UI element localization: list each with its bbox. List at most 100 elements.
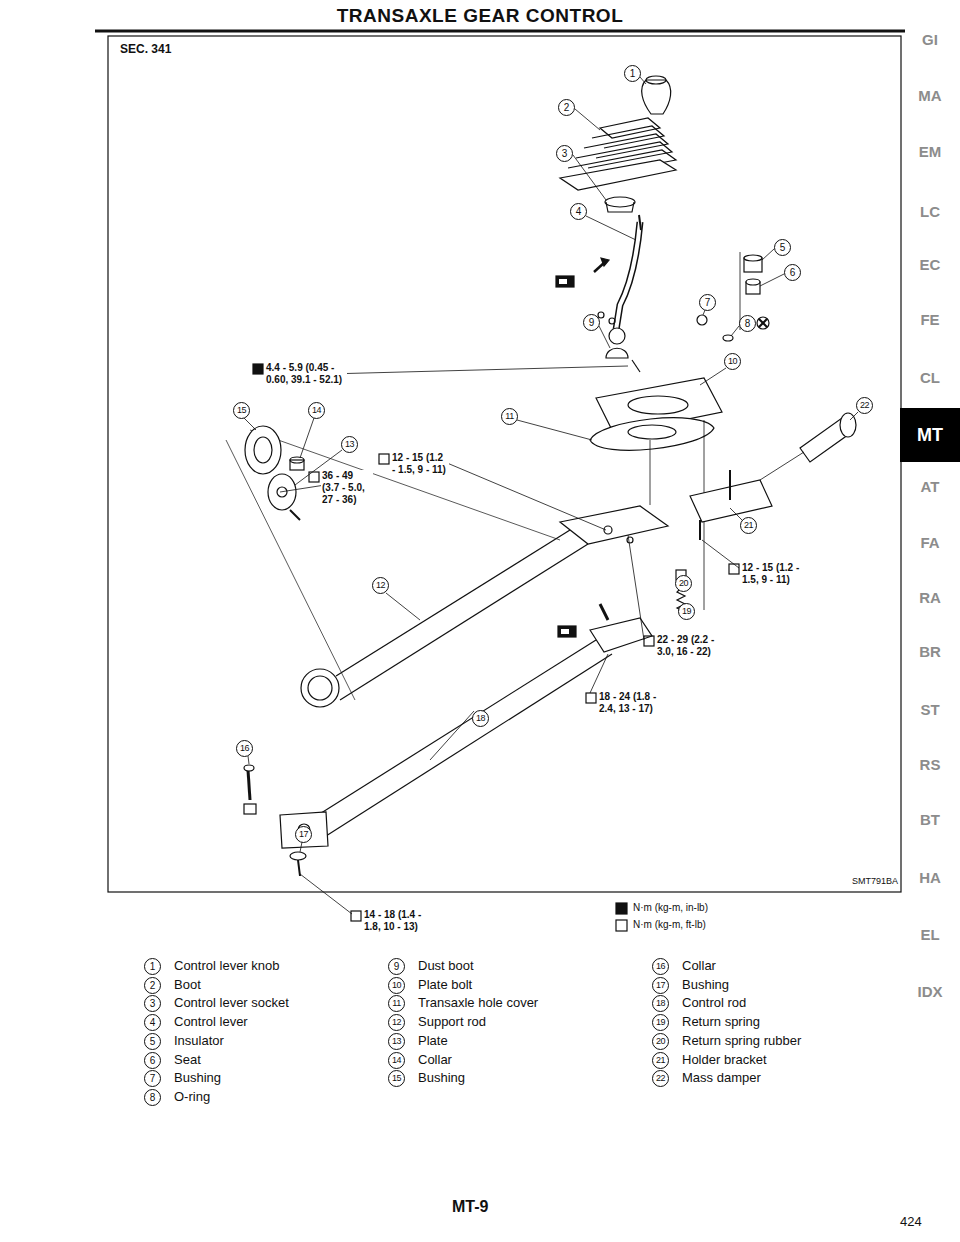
part-name: Bushing	[682, 977, 729, 992]
part-name: Dust boot	[418, 958, 474, 973]
callout-number: 6	[784, 264, 801, 281]
section-tab: IDX	[900, 983, 960, 1000]
callout-number: 21	[652, 1052, 669, 1069]
legend-text: N·m (kg-m, ft-lb)	[633, 919, 706, 930]
section-tab: LC	[900, 203, 960, 220]
section-tab: RS	[900, 756, 960, 773]
callout-number: 7	[699, 294, 716, 311]
section-tab: EC	[900, 256, 960, 273]
callout-number: 20	[652, 1033, 669, 1050]
callout-number: 2	[144, 977, 161, 994]
part-name: Bushing	[174, 1070, 221, 1085]
section-tab: HA	[900, 869, 960, 886]
callout-number: 17	[652, 977, 669, 994]
section-tab: EM	[900, 143, 960, 160]
callout-number: 13	[341, 436, 358, 453]
callout-number: 12	[388, 1014, 405, 1031]
tab-text: MT	[917, 425, 943, 446]
part-name: Return spring rubber	[682, 1033, 801, 1048]
section-tab: MA	[900, 87, 960, 104]
callout-number: 5	[144, 1033, 161, 1050]
section-tab: GI	[900, 31, 960, 48]
callout-number: 9	[388, 958, 405, 975]
callout-number: 3	[144, 995, 161, 1012]
part-name: Plate	[418, 1033, 448, 1048]
callout-number: 16	[652, 958, 669, 975]
callout-number: 21	[740, 517, 757, 534]
figure-code: SMT791BA	[852, 876, 898, 886]
part-name: O-ring	[174, 1089, 210, 1104]
page-title: TRANSAXLE GEAR CONTROL	[0, 5, 960, 27]
callout-number: 12	[372, 577, 389, 594]
page-number: 424	[900, 1214, 922, 1229]
callout-number: 22	[652, 1070, 669, 1087]
torque-spec: 14 - 18 (1.4 - 1.8, 10 - 13)	[363, 909, 425, 933]
part-name: Mass damper	[682, 1070, 761, 1085]
callout-number: 19	[678, 603, 695, 620]
part-name: Seat	[174, 1052, 201, 1067]
part-name: Insulator	[174, 1033, 224, 1048]
callout-number: 16	[236, 740, 253, 757]
section-tab-active: MT	[900, 408, 960, 462]
section-tab: RA	[900, 589, 960, 606]
callout-number: 15	[388, 1070, 405, 1087]
callout-number: 2	[558, 99, 575, 116]
part-name: Boot	[174, 977, 201, 992]
torque-spec: 22 - 29 (2.2 - 3.0, 16 - 22)	[656, 634, 718, 658]
section-tab: ST	[900, 701, 960, 718]
callout-number: 15	[233, 402, 250, 419]
torque-spec: 18 - 24 (1.8 - 2.4, 13 - 17)	[598, 691, 660, 715]
part-name: Holder bracket	[682, 1052, 767, 1067]
callout-number: 19	[652, 1014, 669, 1031]
callout-number: 18	[472, 710, 489, 727]
callout-number: 8	[739, 315, 756, 332]
callout-number: 1	[144, 958, 161, 975]
section-tab: EL	[900, 926, 960, 943]
torque-spec: 12 - 15 (1.2 - 1.5, 9 - 11)	[391, 452, 449, 476]
part-name: Collar	[682, 958, 716, 973]
callout-number: 14	[308, 402, 325, 419]
callout-number: 6	[144, 1052, 161, 1069]
callout-number: 3	[556, 145, 573, 162]
section-tab: CL	[900, 369, 960, 386]
legend-entry: N·m (kg-m, in-lb)	[633, 902, 708, 913]
callout-number: 1	[624, 65, 641, 82]
section-tab: AT	[900, 478, 960, 495]
callout-number: 9	[583, 314, 600, 331]
callout-number: 20	[675, 575, 692, 592]
callout-number: 18	[652, 995, 669, 1012]
callout-number: 5	[774, 239, 791, 256]
legend-text: N·m (kg-m, in-lb)	[633, 902, 708, 913]
callout-number: 10	[724, 353, 741, 370]
legend-entry: N·m (kg-m, ft-lb)	[633, 919, 706, 930]
callout-number: 4	[144, 1014, 161, 1031]
callout-number: 22	[856, 397, 873, 414]
torque-spec: 36 - 49 (3.7 - 5.0, 27 - 36)	[321, 470, 373, 506]
section-tab: BT	[900, 811, 960, 828]
part-name: Support rod	[418, 1014, 486, 1029]
section-tab: BR	[900, 643, 960, 660]
section-tab: FA	[900, 534, 960, 551]
part-name: Control lever socket	[174, 995, 289, 1010]
torque-spec: 4.4 - 5.9 (0.45 - 0.60, 39.1 - 52.1)	[265, 362, 347, 386]
callout-number: 13	[388, 1033, 405, 1050]
callout-number: 4	[570, 203, 587, 220]
part-name: Control lever knob	[174, 958, 280, 973]
callout-number: 10	[388, 977, 405, 994]
torque-spec: 12 - 15 (1.2 - 1.5, 9 - 11)	[741, 562, 803, 586]
part-name: Control rod	[682, 995, 746, 1010]
part-name: Transaxle hole cover	[418, 995, 538, 1010]
page-code: MT-9	[452, 1198, 488, 1216]
section-tab: FE	[900, 311, 960, 328]
part-name: Return spring	[682, 1014, 760, 1029]
section-number: SEC. 341	[120, 42, 171, 56]
callout-number: 8	[144, 1089, 161, 1106]
callout-number: 7	[144, 1070, 161, 1087]
part-name: Control lever	[174, 1014, 248, 1029]
part-name: Plate bolt	[418, 977, 472, 992]
part-name: Bushing	[418, 1070, 465, 1085]
callout-number: 14	[388, 1052, 405, 1069]
callout-number: 11	[388, 995, 405, 1012]
callout-number: 11	[501, 408, 518, 425]
